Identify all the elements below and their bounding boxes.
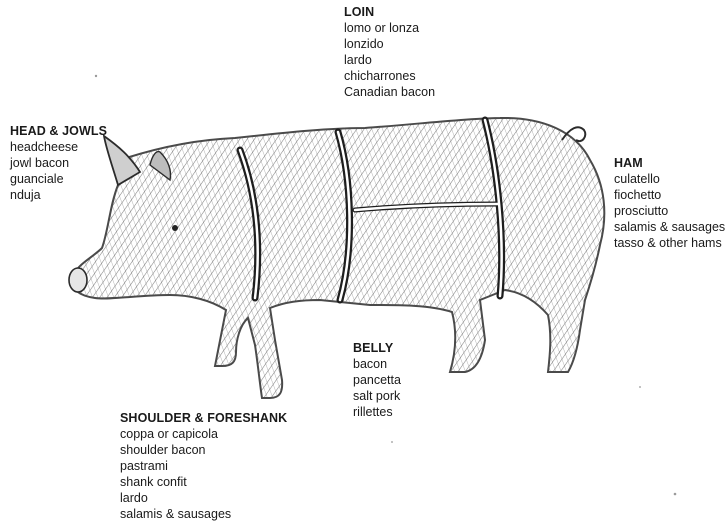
label-head-item: nduja bbox=[10, 187, 107, 203]
label-belly-item: bacon bbox=[353, 356, 401, 372]
label-shoulder-foreshank: SHOULDER & FORESHANK coppa or capicola s… bbox=[120, 410, 287, 522]
label-head-item: guanciale bbox=[10, 171, 107, 187]
label-loin-title: LOIN bbox=[344, 4, 435, 20]
label-loin-item: lomo or lonza bbox=[344, 20, 435, 36]
label-shoulder-title: SHOULDER & FORESHANK bbox=[120, 410, 287, 426]
label-shoulder-item: shoulder bacon bbox=[120, 442, 287, 458]
label-ham-item: salamis & sausages bbox=[614, 219, 725, 235]
label-loin-item: Canadian bacon bbox=[344, 84, 435, 100]
label-loin-item: chicharrones bbox=[344, 68, 435, 84]
label-head-item: headcheese bbox=[10, 139, 107, 155]
label-loin: LOIN lomo or lonza lonzido lardo chichar… bbox=[344, 4, 435, 100]
label-belly: BELLY bacon pancetta salt pork rillettes bbox=[353, 340, 401, 420]
label-loin-item: lonzido bbox=[344, 36, 435, 52]
label-ham: HAM culatello fiochetto prosciutto salam… bbox=[614, 155, 725, 251]
label-shoulder-item: shank confit bbox=[120, 474, 287, 490]
label-belly-item: rillettes bbox=[353, 404, 401, 420]
label-loin-item: lardo bbox=[344, 52, 435, 68]
label-head-item: jowl bacon bbox=[10, 155, 107, 171]
label-shoulder-item: coppa or capicola bbox=[120, 426, 287, 442]
label-ham-item: tasso & other hams bbox=[614, 235, 725, 251]
label-ham-item: culatello bbox=[614, 171, 725, 187]
label-ham-item: prosciutto bbox=[614, 203, 725, 219]
label-ham-title: HAM bbox=[614, 155, 725, 171]
label-shoulder-item: pastrami bbox=[120, 458, 287, 474]
pig-eye bbox=[172, 225, 178, 231]
label-head-jowls: HEAD & JOWLS headcheese jowl bacon guanc… bbox=[10, 123, 107, 203]
label-shoulder-item: lardo bbox=[120, 490, 287, 506]
label-belly-item: salt pork bbox=[353, 388, 401, 404]
label-shoulder-item: salamis & sausages bbox=[120, 506, 287, 522]
label-ham-item: fiochetto bbox=[614, 187, 725, 203]
label-belly-title: BELLY bbox=[353, 340, 401, 356]
label-belly-item: pancetta bbox=[353, 372, 401, 388]
label-head-title: HEAD & JOWLS bbox=[10, 123, 107, 139]
pig-snout bbox=[69, 268, 87, 292]
